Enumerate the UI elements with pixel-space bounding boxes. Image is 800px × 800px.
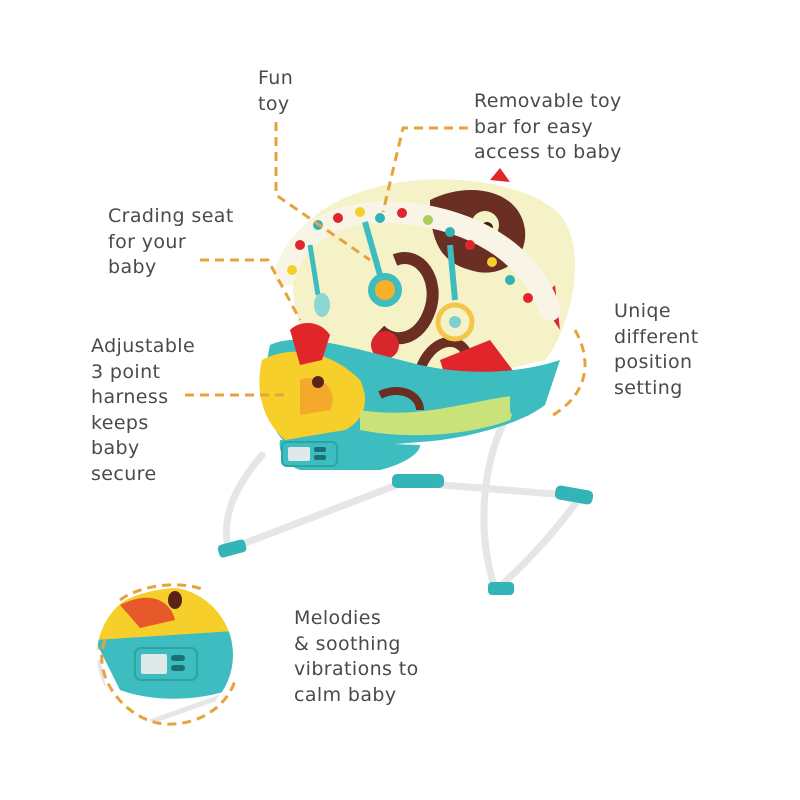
callout-positions: Uniqe different position setting [614,300,699,399]
leader-melodies [100,639,237,726]
leader-lines [100,122,587,726]
callout-harness: Adjustable 3 point harness keeps baby se… [91,335,196,485]
leader-removable-toy-bar [381,126,468,213]
callout-melodies: Melodies & soothing vibrations to calm b… [294,607,419,706]
callout-cradling-seat: Crading seat for your baby [108,205,234,278]
seat-base [259,323,560,470]
bouncer-frame [217,416,594,595]
callout-removable-toy-bar: Removable toy bar for easy access to bab… [474,90,622,163]
leader-positions [547,329,587,420]
leader-cradling-seat [200,258,302,321]
callout-fun-toy: Fun toy [258,67,294,115]
leader-melodies-top [119,583,206,602]
detail-zoom-circle [97,587,233,723]
